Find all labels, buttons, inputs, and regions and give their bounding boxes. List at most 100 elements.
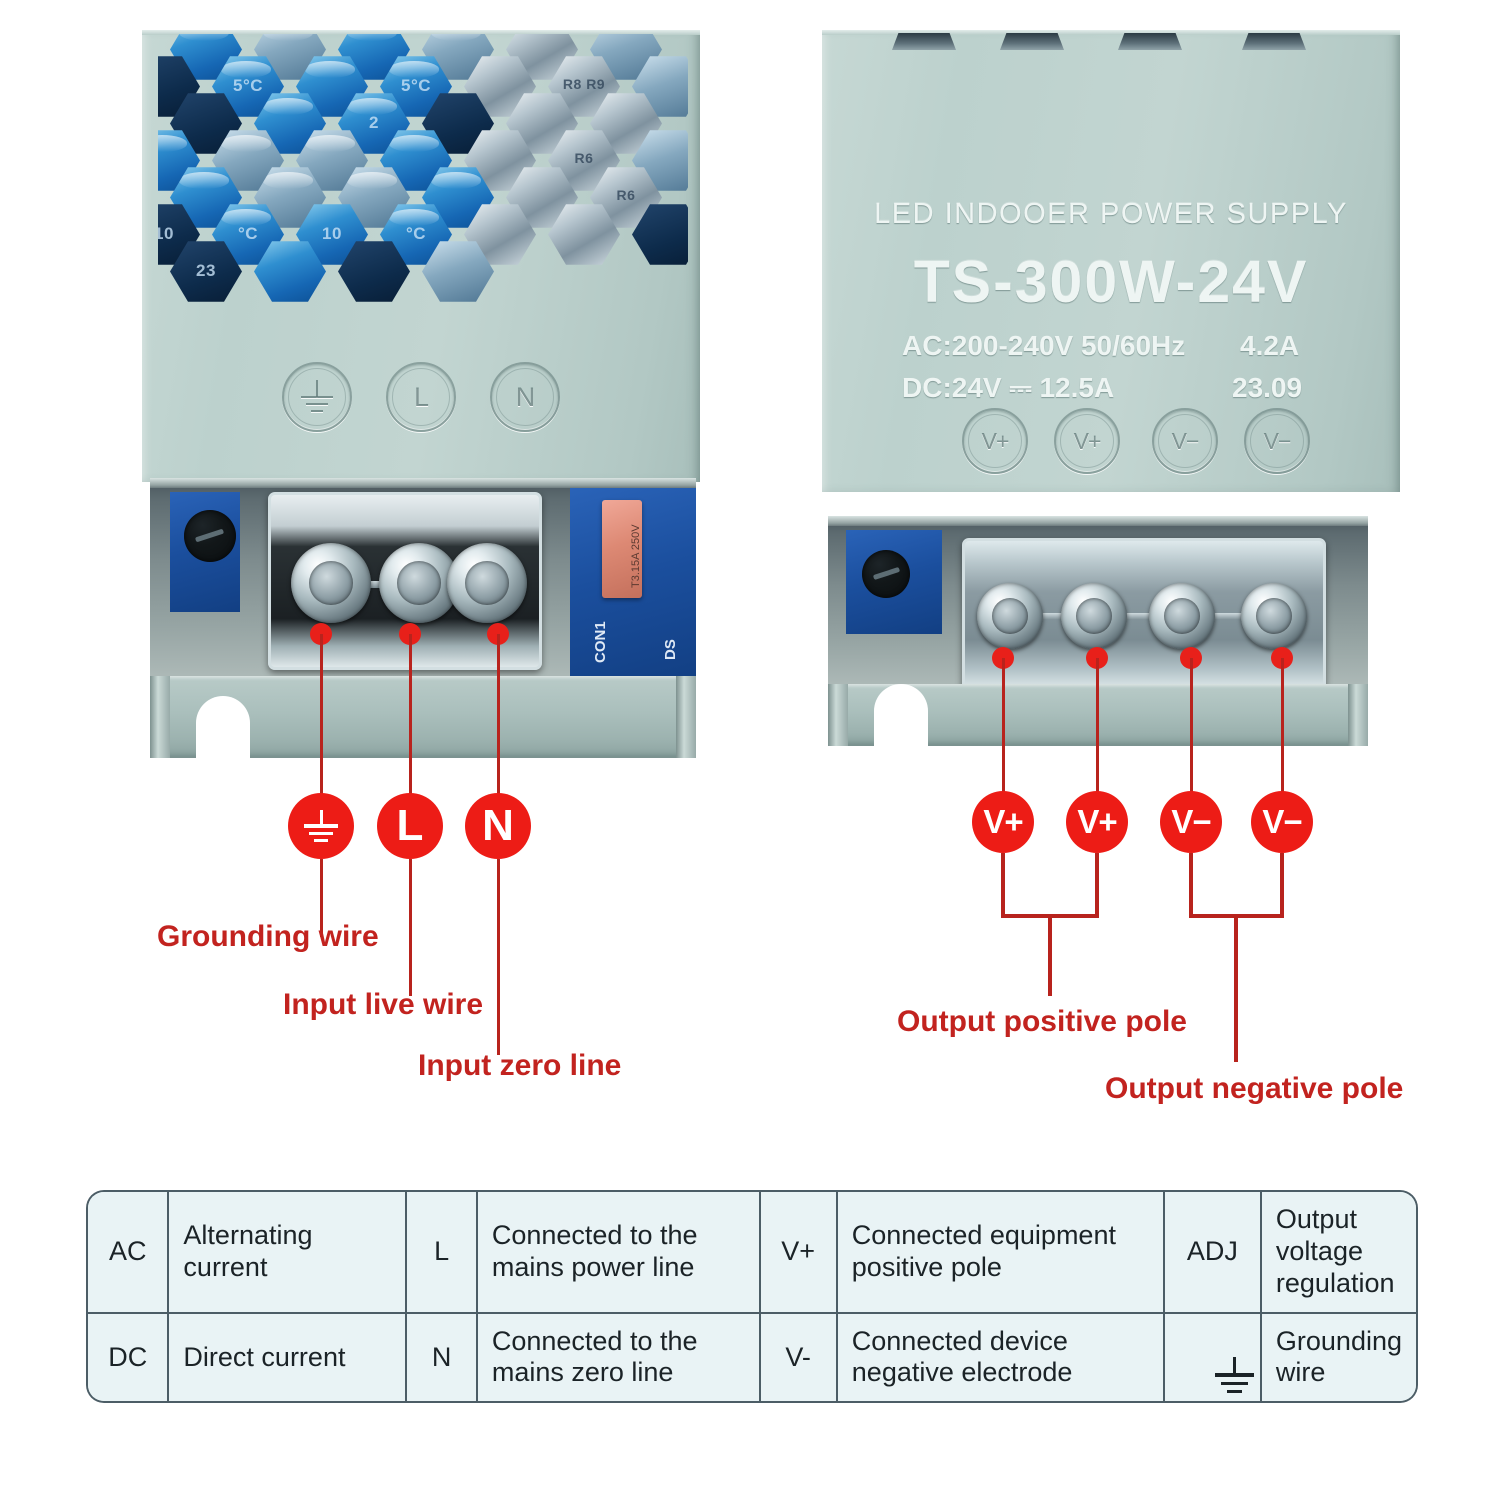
legend-desc-vplus: Connected equipment positive pole xyxy=(835,1192,1165,1314)
vent-hex-label: °C xyxy=(237,224,259,244)
callout-badge-vplus-2: V+ xyxy=(1066,791,1128,853)
input-mounting-bracket xyxy=(150,676,696,758)
callout-leader-ground-lower xyxy=(319,859,323,937)
emboss-ring xyxy=(496,368,554,426)
casing-top-edge xyxy=(822,30,1400,35)
output-emboss-vminus-2: V− xyxy=(1244,408,1310,474)
emboss-ring xyxy=(1060,414,1114,468)
callout-badge-text: V+ xyxy=(1077,803,1117,840)
legend-key-n: N xyxy=(405,1311,478,1402)
pcb-label-ds: DS xyxy=(662,639,679,660)
table-row: AC Alternating current L Connected to th… xyxy=(88,1192,1416,1314)
legend-desc-dc: Direct current xyxy=(167,1311,408,1402)
callout-leader-vminus-2 xyxy=(1280,658,1284,792)
silkscreen-subtitle: LED INDOOER POWER SUPPLY xyxy=(874,198,1348,230)
emboss-ring xyxy=(288,368,346,426)
vent-hex-label: °C xyxy=(405,224,427,244)
table-row: DC Direct current N Connected to the mai… xyxy=(88,1311,1416,1402)
top-vent-slot xyxy=(1242,33,1306,50)
callout-badge-neutral: N xyxy=(465,793,531,859)
vent-hex-label: 23 xyxy=(196,261,216,281)
top-vent-slot xyxy=(892,33,956,50)
callout-badge-text: L xyxy=(396,801,424,850)
pcb-label-con1: CON1 xyxy=(592,621,609,663)
bracket-stem-negative xyxy=(1234,914,1238,1062)
callout-badge-text: N xyxy=(482,801,514,850)
legend-key-vminus: V- xyxy=(758,1311,838,1402)
legend-desc-adj: Output voltage regulation xyxy=(1259,1192,1416,1314)
bracket-arm-vminus-1 xyxy=(1189,853,1193,918)
emboss-ring xyxy=(392,368,450,426)
callout-leader-ground xyxy=(319,634,323,794)
callout-badge-ground xyxy=(288,793,354,859)
callout-leader-neutral xyxy=(496,634,500,794)
chassis-screw xyxy=(862,550,910,598)
output-emboss-vplus-2: V+ xyxy=(1054,408,1120,474)
legend-key-vplus: V+ xyxy=(758,1192,838,1314)
ground-icon xyxy=(297,380,337,414)
callout-label-output-positive-pole: Output positive pole xyxy=(897,1005,1187,1038)
callout-badge-vminus-2: V− xyxy=(1251,791,1313,853)
emboss-ring xyxy=(968,414,1022,468)
callout-badge-vplus-1: V+ xyxy=(972,791,1034,853)
ground-emboss-marking xyxy=(282,362,352,432)
fuse-rating-text: T3.15A 250V xyxy=(630,524,642,588)
bay-lip xyxy=(828,516,1368,526)
silkscreen-dc-spec: DC:24V ⎓ 12.5A xyxy=(902,372,1115,403)
callout-label-output-negative-pole: Output negative pole xyxy=(1105,1072,1404,1105)
output-terminal-block[interactable] xyxy=(962,538,1326,694)
legend-key-l: L xyxy=(405,1192,478,1314)
callout-badge-text: V+ xyxy=(983,803,1023,840)
vent-hex-label: 5°C xyxy=(400,76,432,96)
silkscreen-date-code: 23.09 xyxy=(1232,372,1303,403)
callout-badge-vminus-1: V− xyxy=(1160,791,1222,853)
legend-key-ground xyxy=(1162,1311,1262,1402)
callout-leader-vminus-1 xyxy=(1189,658,1193,792)
vent-hex-label: 10 xyxy=(158,224,174,244)
legend-key-dc: DC xyxy=(88,1311,170,1402)
silkscreen-model: TS-300W-24V xyxy=(913,249,1309,315)
output-emboss-vplus-1: V+ xyxy=(962,408,1028,474)
callout-label-grounding-wire: Grounding wire xyxy=(157,920,379,953)
callout-badge-live: L xyxy=(377,793,443,859)
callout-badge-text: V− xyxy=(1262,803,1302,840)
emboss-ring xyxy=(1250,414,1304,468)
silkscreen-ac-spec: AC:200-240V 50/60Hz xyxy=(902,330,1186,361)
bracket-arm-vplus-1 xyxy=(1001,853,1005,918)
fuse-component: T3.15A 250V xyxy=(602,500,642,598)
vent-hex-label: 5°C xyxy=(232,76,264,96)
emboss-ring xyxy=(1158,414,1212,468)
callout-leader-live xyxy=(408,634,412,794)
terminal-screw-ground[interactable] xyxy=(291,543,371,623)
legend-desc-l: Connected to the mains power line xyxy=(475,1192,761,1314)
callout-label-input-zero-line: Input zero line xyxy=(418,1049,622,1082)
output-device-casing xyxy=(822,30,1400,492)
terminal-screw-live[interactable] xyxy=(379,543,459,623)
callout-leader-vplus-2 xyxy=(1095,658,1099,792)
legend-desc-vminus: Connected device negative electrode xyxy=(835,1311,1165,1402)
legend-desc-n: Connected to the mains zero line xyxy=(475,1311,761,1402)
terminal-screw-vminus-1[interactable] xyxy=(1149,583,1215,649)
callout-leader-vplus-1 xyxy=(1001,658,1005,792)
terminal-screw-vminus-2[interactable] xyxy=(1241,583,1307,649)
vent-hex-label: 2 xyxy=(369,113,379,133)
bay-lip xyxy=(150,478,696,488)
terminal-screw-vplus-2[interactable] xyxy=(1061,583,1127,649)
legend-desc-ac: Alternating current xyxy=(167,1192,408,1314)
bracket-arm-vminus-2 xyxy=(1280,853,1284,918)
callout-badge-text: V− xyxy=(1171,803,1211,840)
legend-key-ac: AC xyxy=(88,1192,170,1314)
callout-leader-live-lower xyxy=(408,859,412,996)
terminal-screw-vplus-1[interactable] xyxy=(977,583,1043,649)
legend-desc-ground: Grounding wire xyxy=(1259,1311,1416,1402)
vent-hex-label: 10 xyxy=(322,224,342,244)
vent-hex-label: R8 R9 xyxy=(562,76,606,93)
vent-hex-label: R6 xyxy=(574,150,594,167)
honeycomb-vent: 5°C 5°C R8 R9 2 xyxy=(158,34,688,302)
bracket-arm-vplus-2 xyxy=(1095,853,1099,918)
callout-leader-neutral-lower xyxy=(496,859,500,1055)
terminal-screw-neutral[interactable] xyxy=(447,543,527,623)
top-vent-slot xyxy=(1118,33,1182,50)
silkscreen-ac-current: 4.2A xyxy=(1240,330,1300,361)
